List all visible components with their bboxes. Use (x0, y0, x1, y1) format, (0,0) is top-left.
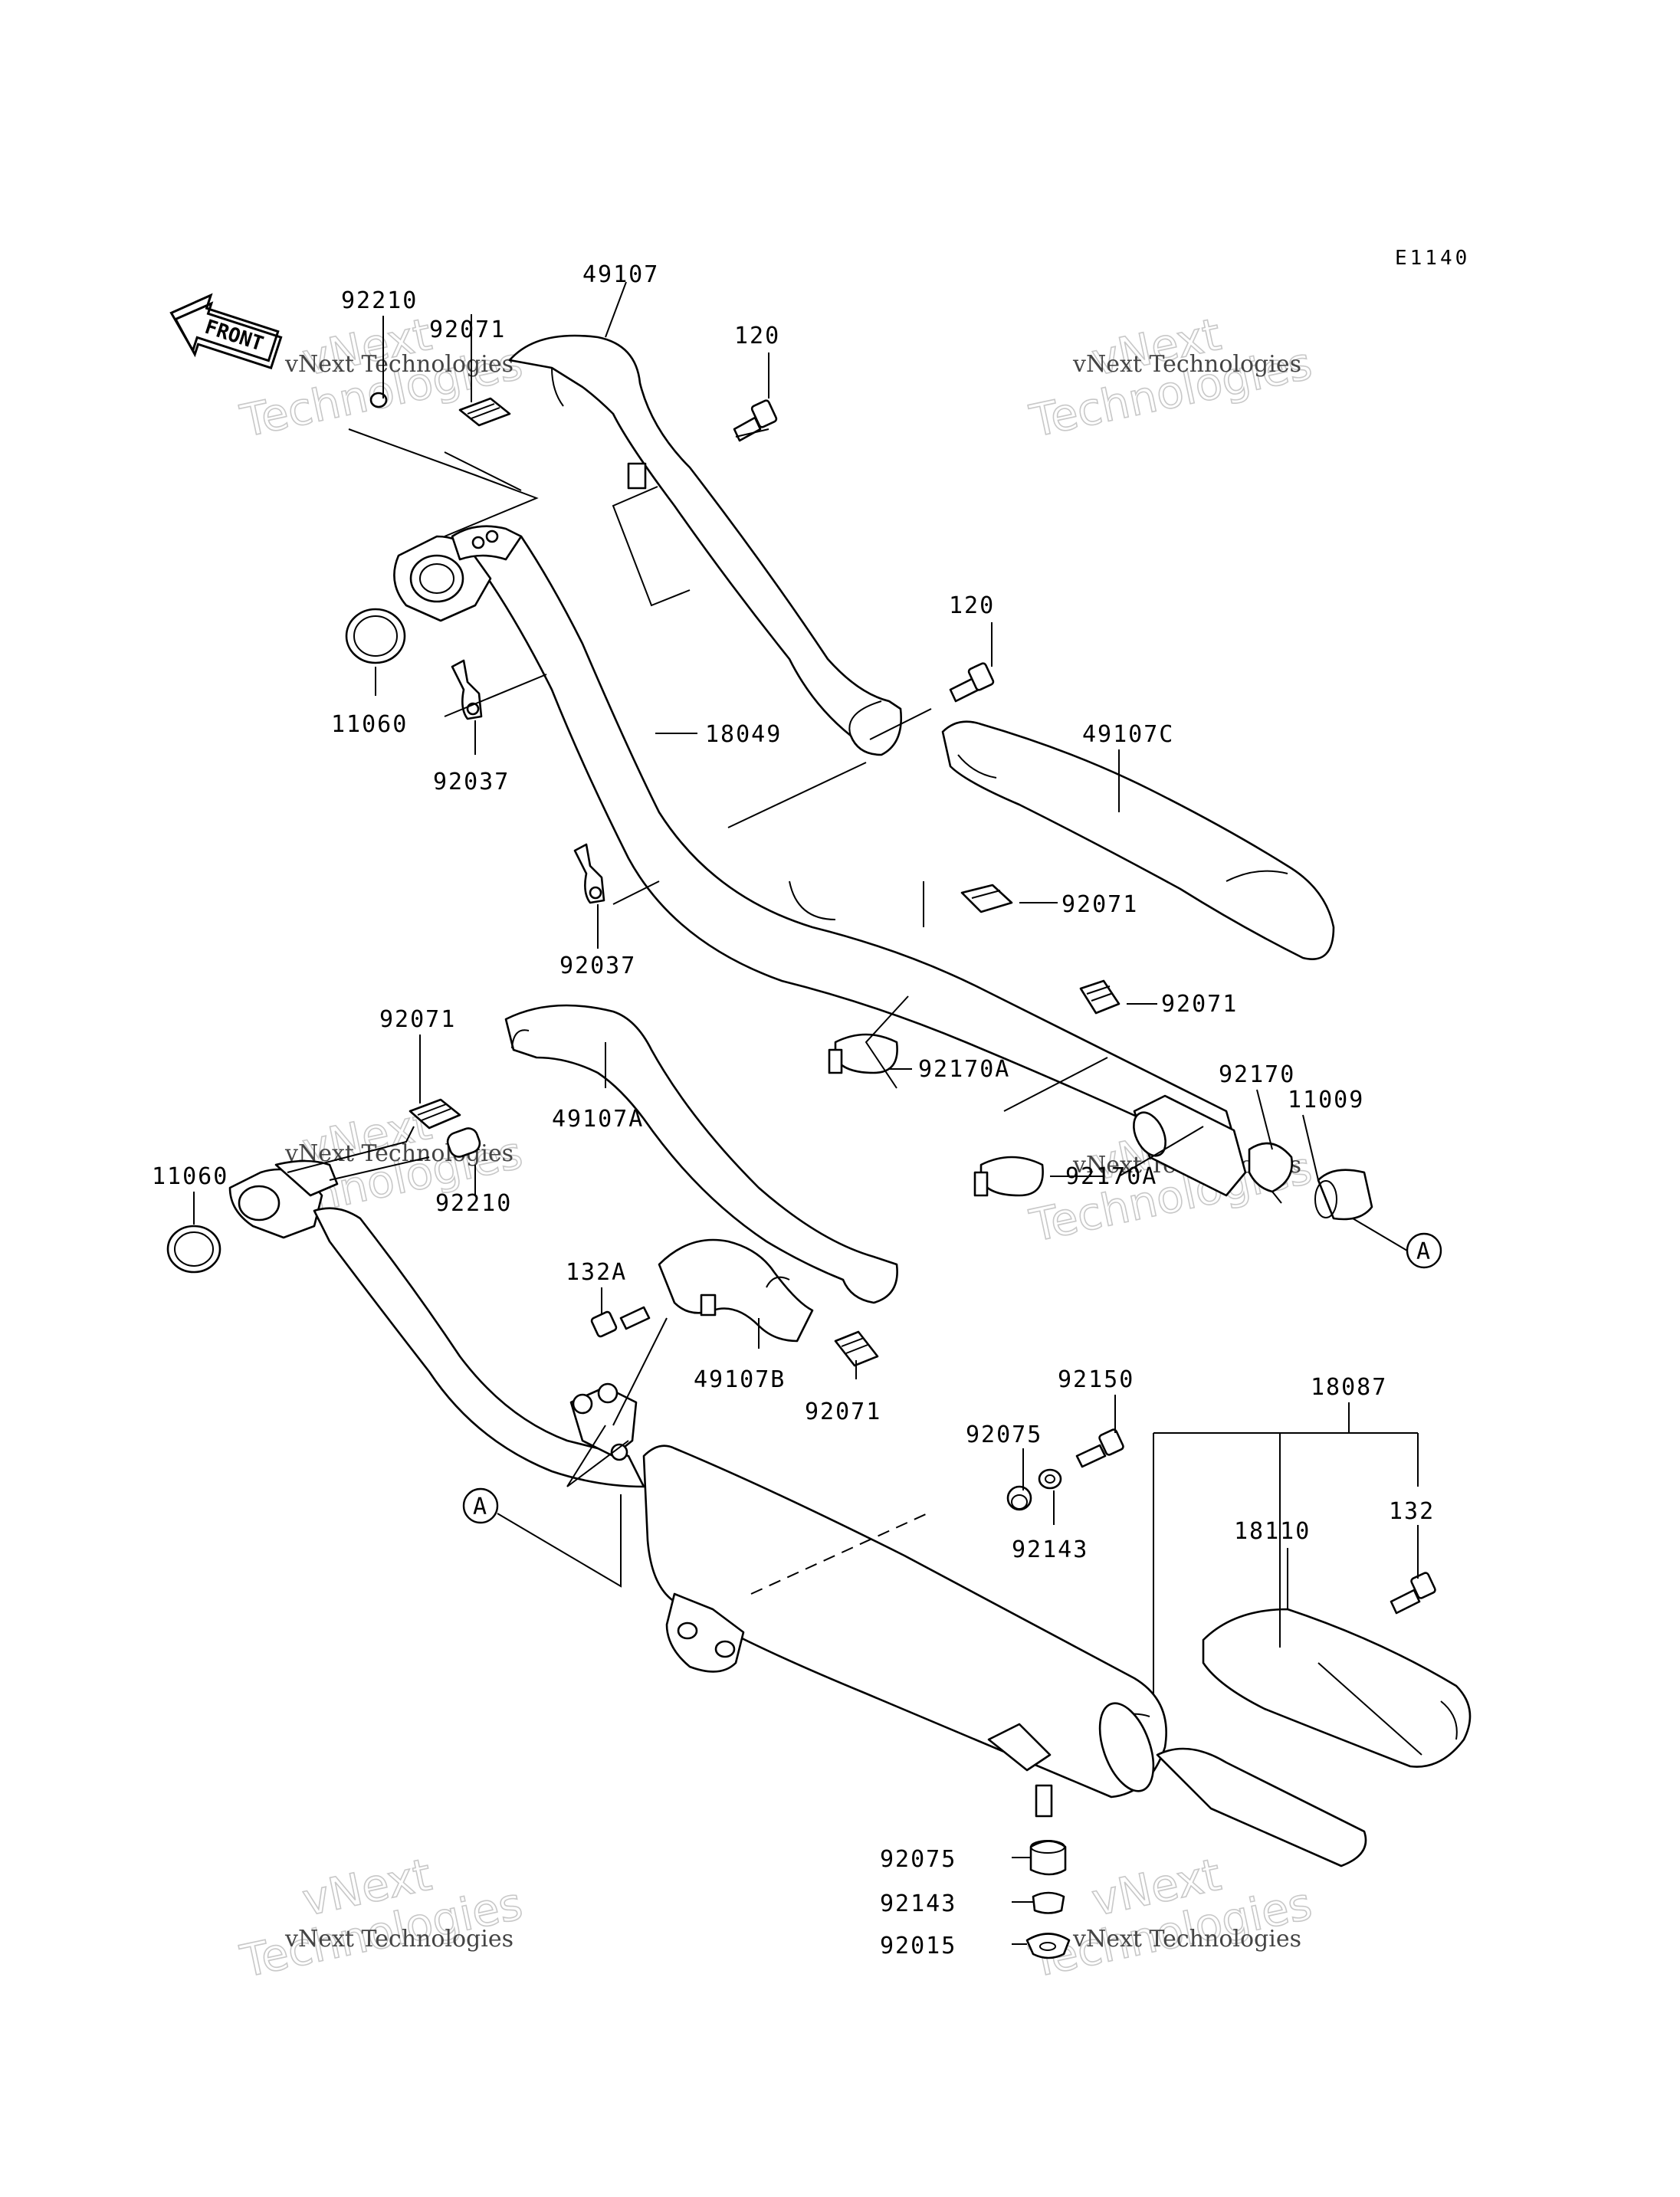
collar-mid-part (446, 1127, 481, 1158)
callout-labels: 92210 92071 49107 120 120 11060 92037 18… (152, 261, 1435, 1959)
watermark-company-text: vNext Technologies (284, 351, 514, 378)
muffler-mount-stud-part (1035, 1784, 1053, 1818)
muffler-clamp-part (569, 1382, 638, 1461)
silencer-cover-part (1202, 1608, 1472, 1768)
watermark-bottom-left: vNext Technologies vNext Technologies (235, 1848, 527, 1989)
nut-92015-part (1025, 1933, 1071, 1959)
damper-low-part (834, 1330, 879, 1367)
watermark-company-text: vNext Technologies (284, 1926, 514, 1953)
bolt-132-part (1390, 1572, 1436, 1615)
callout-49107c: 49107C (1082, 721, 1174, 748)
callout-11009: 11009 (1288, 1087, 1364, 1113)
bolt-92150-part (1075, 1428, 1124, 1468)
callout-92071-top: 92071 (429, 316, 506, 343)
bolt-132a-part (590, 1306, 651, 1338)
callout-49107b: 49107B (694, 1366, 786, 1393)
damper-top-part (458, 397, 511, 427)
gasket-top-part (345, 608, 406, 664)
callout-132: 132 (1389, 1498, 1435, 1525)
callout-92071-mid2: 92071 (1161, 991, 1238, 1018)
callout-92150: 92150 (1058, 1366, 1134, 1393)
diagram-code: E1140 (1395, 247, 1470, 270)
callout-92075-top: 92075 (966, 1421, 1042, 1448)
damper-mid2-part (1079, 979, 1121, 1015)
heat-shield-b-part (658, 1238, 814, 1343)
callout-18087: 18087 (1311, 1374, 1387, 1401)
pipe-end-connector-part (1133, 1094, 1247, 1197)
callout-11060-top: 11060 (331, 711, 408, 738)
ref-a-right-label: A (1416, 1238, 1432, 1265)
grommet-92075-low-part (1029, 1840, 1067, 1876)
tail-pipe-part (1156, 1747, 1367, 1867)
callout-11060-left: 11060 (152, 1163, 228, 1190)
callout-49107a: 49107A (552, 1106, 644, 1133)
bolt-top-part (733, 399, 778, 442)
ref-circle-a-right: A (1352, 1218, 1442, 1269)
callout-92210-top: 92210 (341, 287, 418, 314)
upper-heat-shield-part (508, 334, 902, 756)
washer-92143-top-part (1038, 1468, 1062, 1490)
watermark-top-right: vNext Technologies vNext Technologies (1025, 307, 1317, 448)
callout-92071-left: 92071 (379, 1006, 456, 1033)
muffler-body-part (642, 1444, 1167, 1799)
callout-18049: 18049 (705, 721, 782, 748)
washer-92143-low-part (1032, 1891, 1065, 1914)
ref-a-left-label: A (473, 1494, 488, 1520)
callout-120-top: 120 (734, 323, 780, 349)
clamp-92170a-second-part (973, 1156, 1044, 1197)
callout-92071-low: 92071 (805, 1399, 881, 1425)
callout-92143-low: 92143 (880, 1890, 956, 1917)
callout-92015: 92015 (880, 1933, 956, 1959)
lower-heat-shield-part (504, 1004, 898, 1304)
callout-92071-mid1: 92071 (1061, 891, 1138, 918)
leader-lines (193, 281, 1419, 1945)
heat-shield-c-part (941, 720, 1335, 960)
callout-92210-mid: 92210 (435, 1190, 512, 1217)
joint-11009-part (1314, 1169, 1373, 1221)
damper-left-part (409, 1098, 461, 1130)
lower-flange-part (228, 1159, 339, 1239)
gasket-left-part (166, 1225, 221, 1274)
damper-mid1-part (960, 884, 1013, 913)
lower-exhaust-pipe-part (313, 1207, 645, 1488)
front-arrow-icon: FRONT (169, 293, 283, 370)
callout-18110: 18110 (1234, 1518, 1311, 1545)
callout-49107: 49107 (582, 261, 659, 288)
callout-92170a-second: 92170A (1065, 1163, 1157, 1190)
grommet-92075-top-part (1006, 1485, 1032, 1511)
clamp-bracket-mid-part (573, 843, 605, 904)
ref-circle-a-left: A (462, 1425, 629, 1588)
callout-92037-top: 92037 (433, 769, 510, 795)
watermark-bottom-right: vNext Technologies vNext Technologies (1025, 1848, 1317, 1989)
clamp-92170a-part (828, 1033, 898, 1074)
callout-92170: 92170 (1219, 1061, 1295, 1088)
callout-92037-mid: 92037 (559, 953, 636, 979)
callout-92143-top: 92143 (1012, 1536, 1088, 1563)
callout-92075-low: 92075 (880, 1846, 956, 1873)
clamp-bracket-top-part (451, 659, 483, 720)
watermark-company-text: vNext Technologies (1072, 351, 1301, 378)
watermark-company-text: vNext Technologies (1072, 1926, 1301, 1953)
callout-120-mid: 120 (949, 592, 995, 619)
bolt-mid-part (949, 662, 995, 703)
callout-132a: 132A (566, 1259, 627, 1286)
callout-92170a-first: 92170A (918, 1056, 1010, 1083)
upper-flange-part (393, 525, 523, 622)
